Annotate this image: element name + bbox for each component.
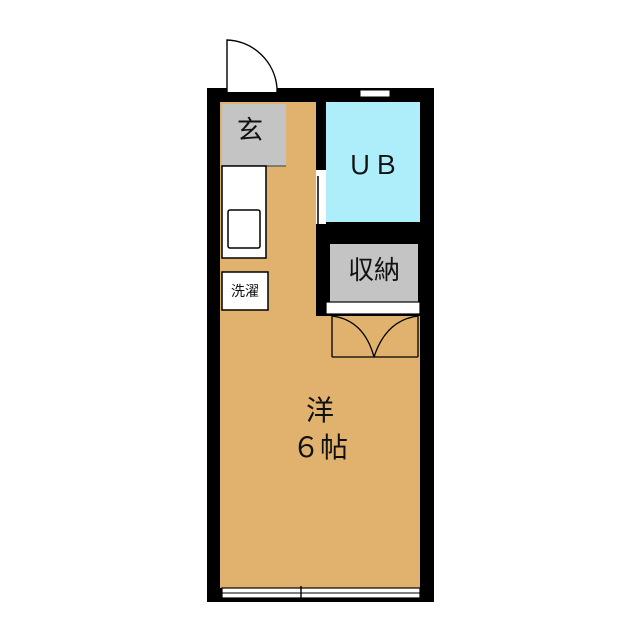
bathroom-window — [359, 89, 391, 98]
western-room-size-label: ６帖 — [292, 431, 348, 464]
storage-door-strip — [325, 301, 421, 315]
laundry-label: 洗濯 — [231, 284, 259, 300]
closet-door-left — [331, 315, 375, 358]
bathroom-floor — [326, 102, 420, 222]
western-room-type-label: 洋 — [306, 394, 334, 427]
storage-label: 収納 — [348, 256, 400, 286]
laundry-space — [221, 271, 269, 311]
storage-floor — [330, 244, 418, 302]
bathroom-label: ＵＢ — [347, 151, 399, 181]
closet-door-right — [373, 315, 419, 358]
entrance-floor — [222, 104, 286, 166]
western-room-floor — [220, 102, 420, 588]
kitchen-sink — [227, 209, 261, 249]
entrance-door-swing — [226, 39, 278, 92]
bathroom-wall-bottom — [316, 222, 434, 240]
bathroom-door-opening — [316, 170, 326, 224]
entrance-label: 玄 — [237, 116, 263, 146]
